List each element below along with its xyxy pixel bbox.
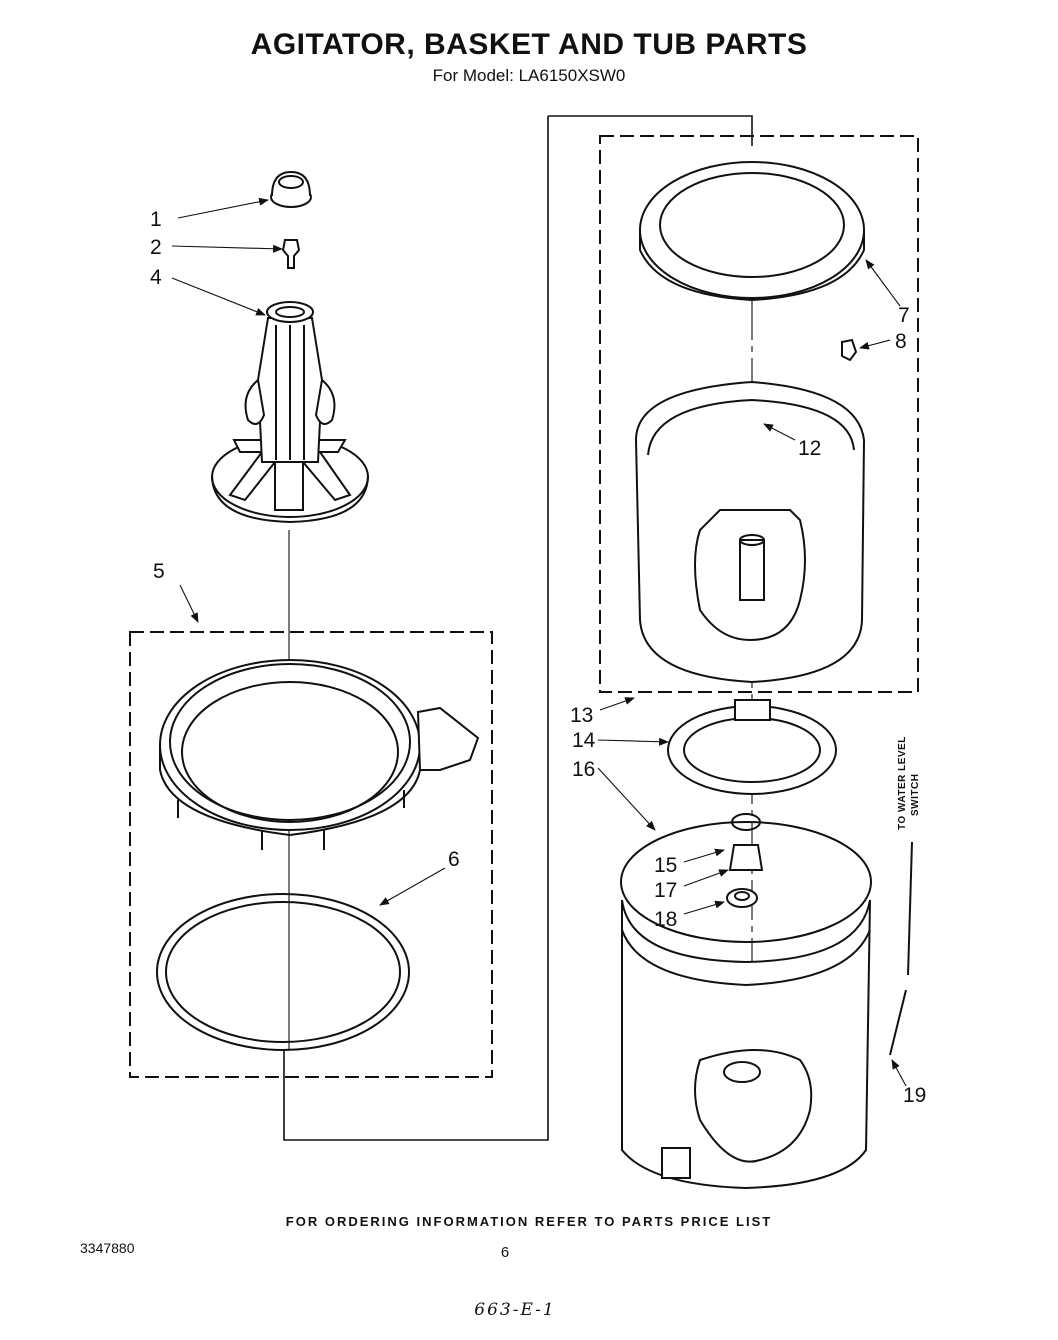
callout-16: 16 xyxy=(572,758,595,781)
seal-part-14 xyxy=(667,699,837,795)
callout-14: 14 xyxy=(572,729,596,752)
ordering-info-footer: FOR ORDERING INFORMATION REFER TO PARTS … xyxy=(285,1214,773,1229)
ring-part-5 xyxy=(159,659,480,850)
callout-12: 12 xyxy=(798,437,821,460)
agitator-part-4 xyxy=(211,301,369,524)
handwritten-note: 663-E-1 xyxy=(474,1300,556,1320)
clip-part-8 xyxy=(841,338,858,362)
water-level-label-line2: SWITCH xyxy=(910,774,921,816)
callout-15: 15 xyxy=(654,854,677,877)
callout-18: 18 xyxy=(654,908,677,931)
water-level-label-line1: TO WATER LEVEL xyxy=(897,736,908,830)
callout-17: 17 xyxy=(654,879,677,902)
model-subtitle: For Model: LA6150XSW0 xyxy=(432,66,626,85)
callout-8: 8 xyxy=(895,330,907,353)
callout-7: 7 xyxy=(898,304,910,327)
agitator-cap-part-1 xyxy=(270,170,312,208)
dashed-group-box-13 xyxy=(599,135,919,693)
agitator-bolt-part-2 xyxy=(281,239,301,269)
hose-part-19 xyxy=(889,841,913,1056)
page-number: 6 xyxy=(500,1244,510,1261)
callout-4: 4 xyxy=(150,266,162,289)
document-number: 3347880 xyxy=(80,1240,135,1256)
callout-5: 5 xyxy=(153,560,165,583)
callout-19: 19 xyxy=(903,1084,926,1107)
hub-parts-15-17-18 xyxy=(726,813,764,908)
tub-part-16 xyxy=(620,821,872,1190)
callout-2: 2 xyxy=(150,236,162,259)
callout-leaders xyxy=(171,197,907,1087)
callout-1: 1 xyxy=(150,208,162,231)
basket-ring-part-7 xyxy=(639,161,865,302)
gasket-part-6 xyxy=(156,893,410,1051)
page-title: AGITATOR, BASKET AND TUB PARTS xyxy=(250,28,808,61)
callout-13: 13 xyxy=(570,704,593,727)
callout-6: 6 xyxy=(448,848,460,871)
basket xyxy=(634,380,866,684)
dashed-group-box-5 xyxy=(129,631,493,1078)
